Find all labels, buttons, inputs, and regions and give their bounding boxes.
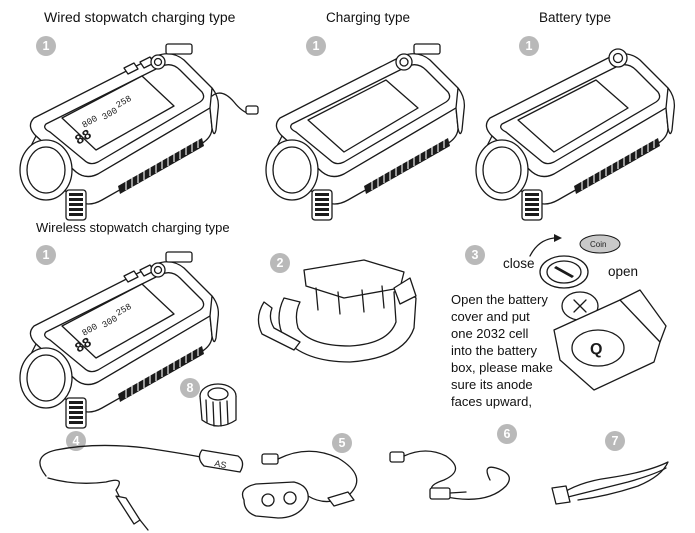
svg-text:88: 88 <box>73 127 96 149</box>
mounting-knob <box>199 383 237 427</box>
svg-text:Q: Q <box>590 341 602 358</box>
step-badge-8: 8 <box>180 378 200 398</box>
label-close: close <box>503 256 535 271</box>
label-charging-type: Charging type <box>326 10 411 25</box>
coin-label: Coin <box>590 240 606 249</box>
light-wired-stopwatch: 800 300 258 88 <box>19 43 259 221</box>
instruction-line: cover and put <box>451 309 530 324</box>
label-open: open <box>608 264 639 279</box>
strap-mount <box>257 259 417 363</box>
label-battery-type: Battery type <box>539 10 612 25</box>
label-wired-stopwatch-type: Wired stopwatch charging type <box>44 9 236 25</box>
instruction-line: faces upward, <box>451 394 532 409</box>
light-charging-type <box>265 43 466 221</box>
wireless-remote <box>241 450 358 519</box>
instruction-line: one 2032 cell <box>451 326 529 341</box>
step-badge-7: 7 <box>605 431 625 451</box>
battery-compartment: Coin Q <box>529 234 667 391</box>
wired-remote-cable: AS <box>39 444 244 531</box>
light-battery-type <box>475 48 676 221</box>
svg-text:88: 88 <box>73 335 96 357</box>
light-wireless-stopwatch: 800 300 258 88 <box>19 251 220 429</box>
step-badge-3: 3 <box>465 245 485 265</box>
step-badge-1-charging: 1 <box>306 36 326 56</box>
step-badge-1-battery: 1 <box>519 36 539 56</box>
label-wireless-stopwatch-type: Wireless stopwatch charging type <box>36 220 230 235</box>
instruction-line: box, please make <box>451 360 553 375</box>
step-badge-2: 2 <box>270 253 290 273</box>
step-badge-5: 5 <box>332 433 352 453</box>
step-badge-1-wired: 1 <box>36 36 56 56</box>
instruction-line: Open the battery <box>451 292 548 307</box>
instruction-line: sure its anode <box>451 377 533 392</box>
instruction-line: into the battery <box>451 343 537 358</box>
svg-text:AS: AS <box>214 458 228 470</box>
rubber-strap <box>551 461 669 505</box>
usb-cable <box>389 450 510 500</box>
step-badge-1-wireless: 1 <box>36 245 56 265</box>
step-badge-6: 6 <box>497 424 517 444</box>
battery-instructions: Open the battery cover and put one 2032 … <box>451 291 553 410</box>
